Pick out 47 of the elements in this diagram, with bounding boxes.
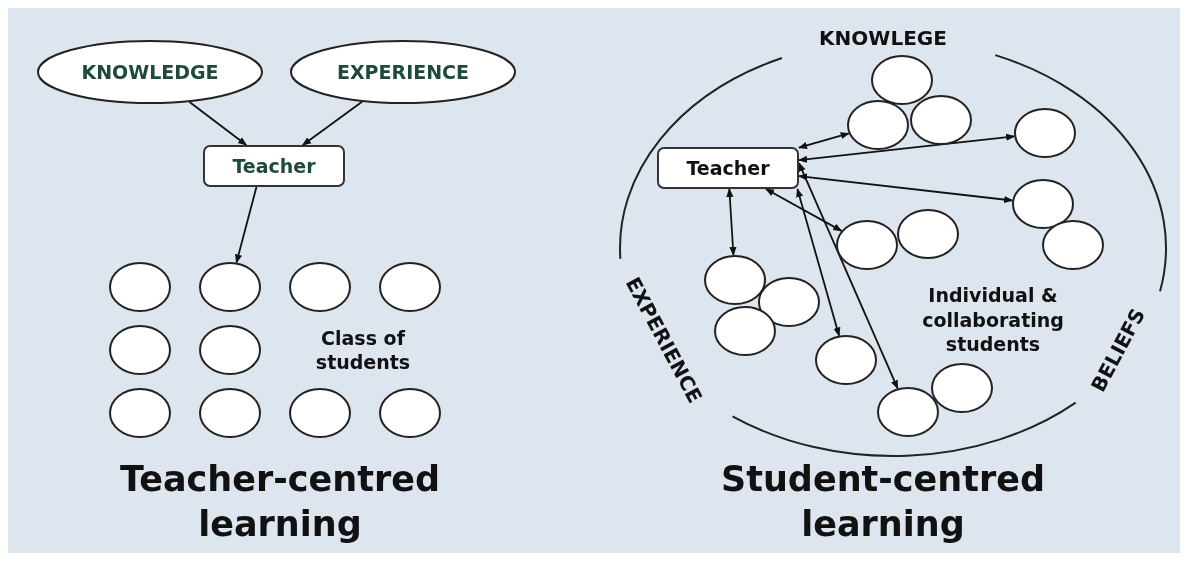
student-circle <box>1042 220 1104 270</box>
arrow <box>235 186 258 264</box>
arrow <box>796 188 841 337</box>
student-circle <box>847 100 909 150</box>
student-circle <box>897 209 959 259</box>
student-circle <box>704 255 766 305</box>
student-circle <box>379 388 441 438</box>
teacher-box <box>203 145 345 187</box>
student-circle <box>289 262 351 312</box>
student-circle <box>871 55 933 105</box>
student-circle <box>714 306 776 356</box>
region-label: KNOWLEGE <box>818 25 948 51</box>
student-circle <box>910 95 972 145</box>
student-circle <box>199 325 261 375</box>
arrow <box>301 100 363 146</box>
student-circle <box>199 262 261 312</box>
student-circle <box>109 388 171 438</box>
student-circle <box>815 335 877 385</box>
student-circle <box>931 363 993 413</box>
student-circle <box>877 387 939 437</box>
student-circle <box>109 262 171 312</box>
teacher-label: Teacher <box>686 157 770 179</box>
arrow <box>765 188 843 232</box>
student-circle <box>758 277 820 327</box>
concept-label: EXPERIENCE <box>336 61 469 83</box>
panel-title: Student-centred learning <box>720 457 1046 546</box>
student-circle <box>199 388 261 438</box>
student-circle <box>109 325 171 375</box>
arrow <box>726 188 737 256</box>
teacher-label: Teacher <box>232 155 316 177</box>
teacher-box <box>657 147 799 189</box>
student-circle <box>379 262 441 312</box>
arrow <box>798 132 850 149</box>
student-circle <box>1012 179 1074 229</box>
arrow <box>798 162 899 390</box>
group-label: Individual & collaborating students <box>921 283 1065 358</box>
panel-title: Teacher-centred learning <box>119 457 441 546</box>
group-label: Class of students <box>314 325 412 375</box>
concept-label: KNOWLEDGE <box>81 61 219 83</box>
student-circle <box>1014 108 1076 158</box>
arrow <box>798 173 1014 204</box>
arrow <box>188 101 248 146</box>
student-circle <box>836 220 898 270</box>
student-circle <box>289 388 351 438</box>
concept-ellipse <box>290 40 516 104</box>
arrow <box>798 133 1016 163</box>
concept-ellipse <box>37 40 263 104</box>
